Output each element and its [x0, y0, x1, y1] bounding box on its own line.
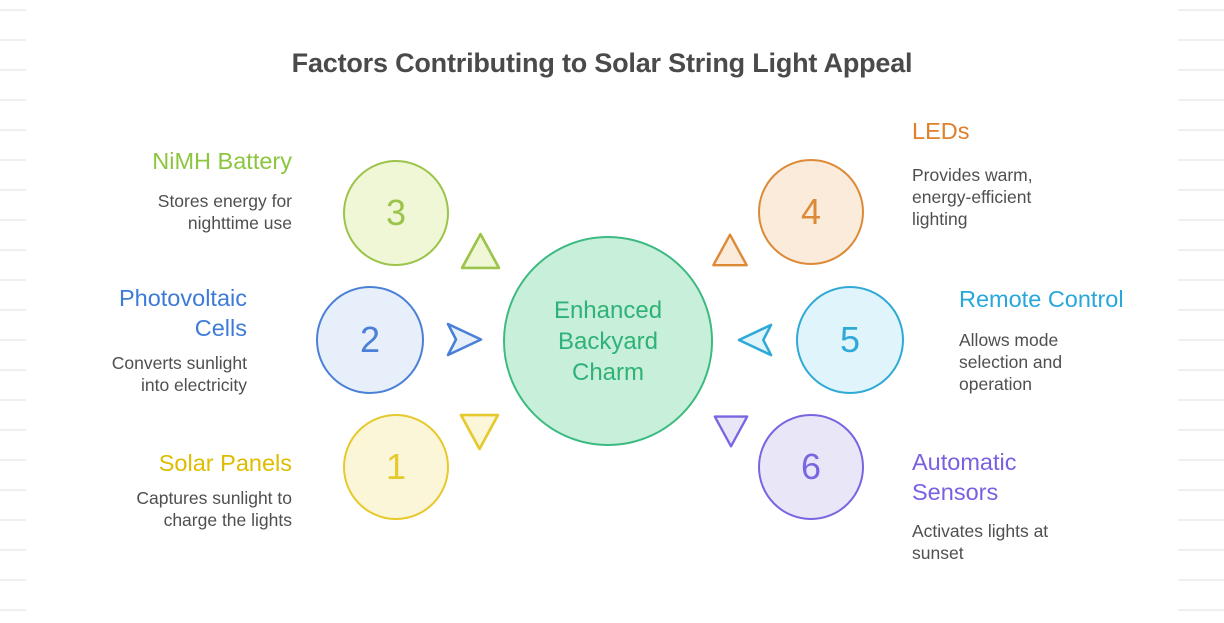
factor-4-number: 4: [800, 191, 822, 232]
page-title: Factors Contributing to Solar String Lig…: [291, 48, 913, 78]
factor-3-number: 3: [385, 192, 407, 233]
factor-6-circle: 6: [758, 414, 864, 520]
center-label: Enhanced Backyard Charm: [553, 296, 663, 386]
factor-1-description: Captures sunlight to charge the lights: [136, 488, 292, 530]
factor-5-number: 5: [839, 319, 861, 360]
factor-6-description: Activates lights at sunset: [912, 521, 1049, 563]
triangle-down-icon: [713, 415, 749, 448]
ruled-lines-left: [0, 9, 26, 623]
center-circle: Enhanced Backyard Charm: [503, 236, 713, 446]
factor-4-circle: 4: [758, 159, 864, 265]
factor-2-circle: 2: [316, 286, 424, 394]
factor-2-description: Converts sunlight into electricity: [111, 353, 247, 395]
triangle-up-icon: [460, 232, 501, 270]
factor-4-description: Provides warm, energy-efficient lighting: [912, 165, 1033, 229]
factor-5-circle: 5: [796, 286, 904, 394]
factor-5-description: Allows mode selection and operation: [959, 330, 1063, 394]
factor-4-heading: LEDs: [912, 118, 970, 144]
factor-3-heading: NiMH Battery: [152, 148, 292, 174]
factor-6-number: 6: [800, 446, 822, 487]
ruled-lines-right: [1178, 9, 1224, 623]
factor-1-heading: Solar Panels: [158, 450, 292, 476]
factor-5-heading: Remote Control: [959, 286, 1124, 312]
factor-1-number: 1: [385, 446, 407, 487]
factor-3-circle: 3: [343, 160, 449, 266]
triangle-down-icon: [459, 413, 500, 451]
factor-2-number: 2: [359, 319, 381, 360]
factor-3-description: Stores energy for nighttime use: [157, 191, 292, 233]
triangle-right-icon: [446, 322, 483, 357]
factor-6-heading: Automatic Sensors: [912, 449, 1017, 505]
factor-1-circle: 1: [343, 414, 449, 520]
factor-2-heading: Photovoltaic Cells: [118, 285, 247, 341]
triangle-up-icon: [712, 233, 748, 267]
triangle-left-icon: [737, 323, 773, 357]
